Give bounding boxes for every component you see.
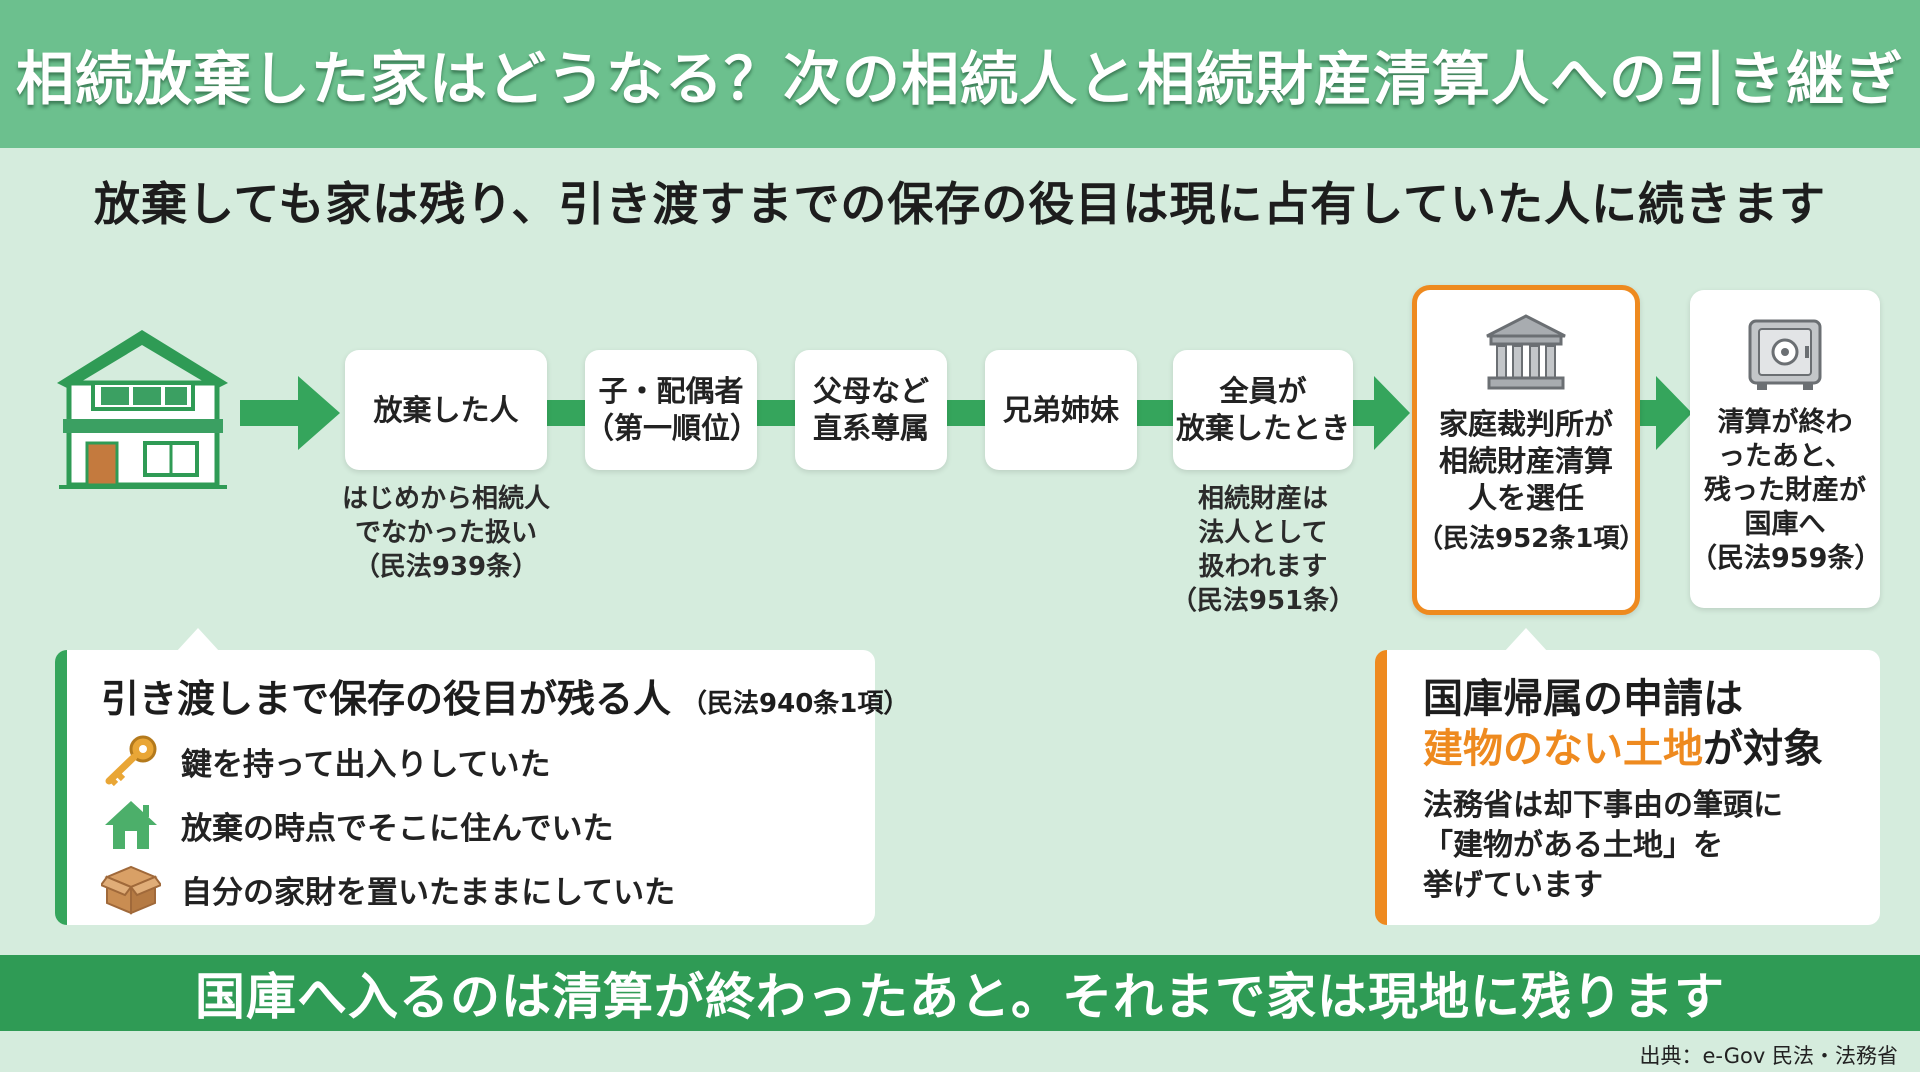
- highlight-text: 建物のない土地: [1423, 726, 1703, 772]
- source-credit: 出典：e-Gov 民法・法務省: [1639, 1044, 1899, 1068]
- flow-step-renouncer: 放棄した人: [345, 350, 547, 470]
- treasury-application-panel: 国庫帰属の申請は 建物のない土地が対象 法務省は却下事由の筆頭に 「建物がある土…: [1375, 650, 1880, 925]
- list-item: 放棄の時点でそこに住んでいた: [101, 799, 875, 851]
- list-item-text: 鍵を持って出入りしていた: [181, 746, 551, 783]
- step-note: 相続財産は 法人として 扱われます （民法951条）: [1170, 484, 1356, 616]
- house-icon: [101, 799, 161, 851]
- list-item: 自分の家財を置いたままにしていた: [101, 863, 875, 915]
- flow-step-all-renounced: 全員が 放棄したとき: [1173, 350, 1353, 470]
- list-item-text: 放棄の時点でそこに住んでいた: [181, 810, 614, 847]
- panel-title: 引き渡しまで保存の役目が残る人 （民法940条1項）: [101, 668, 909, 723]
- step-label: 家庭裁判所が 相続財産清算 人を選任: [1438, 407, 1613, 515]
- list-item-text: 自分の家財を置いたままにしていた: [181, 874, 676, 911]
- step-note: はじめから相続人 でなかった扱い （民法939条）: [341, 484, 550, 582]
- house-illustration-icon: [55, 325, 230, 499]
- flow-step-family-court: 家庭裁判所が 相続財産清算 人を選任 （民法952条1項）: [1412, 285, 1646, 615]
- title-rest: が対象: [1703, 726, 1823, 772]
- key-icon: [101, 735, 161, 787]
- box-icon: [101, 863, 161, 915]
- page-subtitle: 放棄しても家は残り、引き渡すまでの保存の役目は現に占有していた人に続きます: [93, 177, 1827, 231]
- arrow-right-icon: [1352, 376, 1410, 454]
- step-label: 兄弟姉妹: [1002, 392, 1119, 427]
- panel-pointer: [176, 628, 220, 652]
- panel-title-text: 引き渡しまで保存の役目が残る人: [101, 677, 672, 721]
- step-label: 清算が終わ ったあと、 残った財産が 国庫へ （民法959条）: [1690, 407, 1882, 574]
- panel-law-ref: （民法940条1項）: [681, 689, 910, 719]
- footer-band: 国庫へ入るのは清算が終わったあと。それまで家は現地に残ります: [0, 955, 1920, 1031]
- header-band: 相続放棄した家はどうなる？次の相続人と相続財産清算人への引き継ぎ: [0, 0, 1920, 148]
- safe-icon: [1747, 318, 1823, 396]
- step-label: 全員が 放棄したとき: [1175, 374, 1350, 445]
- panel-title: 国庫帰属の申請は: [1423, 676, 1743, 722]
- step-law-ref: （民法952条1項）: [1417, 524, 1646, 554]
- panel-pointer: [1504, 628, 1548, 652]
- flow-step-ascendants: 父母など 直系尊属: [795, 350, 947, 470]
- arrow-right-icon: [240, 376, 340, 454]
- page-title: 相続放棄した家はどうなる？次の相続人と相続財産清算人への引き継ぎ: [15, 45, 1904, 113]
- arrow-right-icon: [1640, 376, 1692, 454]
- step-label: 子・配偶者 （第一順位）: [585, 374, 760, 445]
- step-label: 放棄した人: [373, 392, 519, 427]
- flow-step-first-rank: 子・配偶者 （第一順位）: [585, 350, 760, 470]
- step-label: 父母など 直系尊属: [812, 374, 929, 445]
- footer-message: 国庫へ入るのは清算が終わったあと。それまで家は現地に残ります: [195, 968, 1725, 1026]
- courthouse-icon: [1485, 314, 1567, 396]
- retention-duty-panel: 引き渡しまで保存の役目が残る人 （民法940条1項） 鍵を持って出入りしていた 放…: [55, 650, 909, 925]
- panel-title-line2: 建物のない土地が対象: [1423, 724, 1880, 774]
- list-item: 鍵を持って出入りしていた: [101, 735, 875, 787]
- flow-step-national-treasury: 清算が終わ ったあと、 残った財産が 国庫へ （民法959条）: [1690, 290, 1882, 608]
- panel-body: 法務省は却下事由の筆頭に 「建物がある土地」を 挙げています: [1423, 788, 1783, 903]
- flow-step-siblings: 兄弟姉妹: [985, 350, 1137, 470]
